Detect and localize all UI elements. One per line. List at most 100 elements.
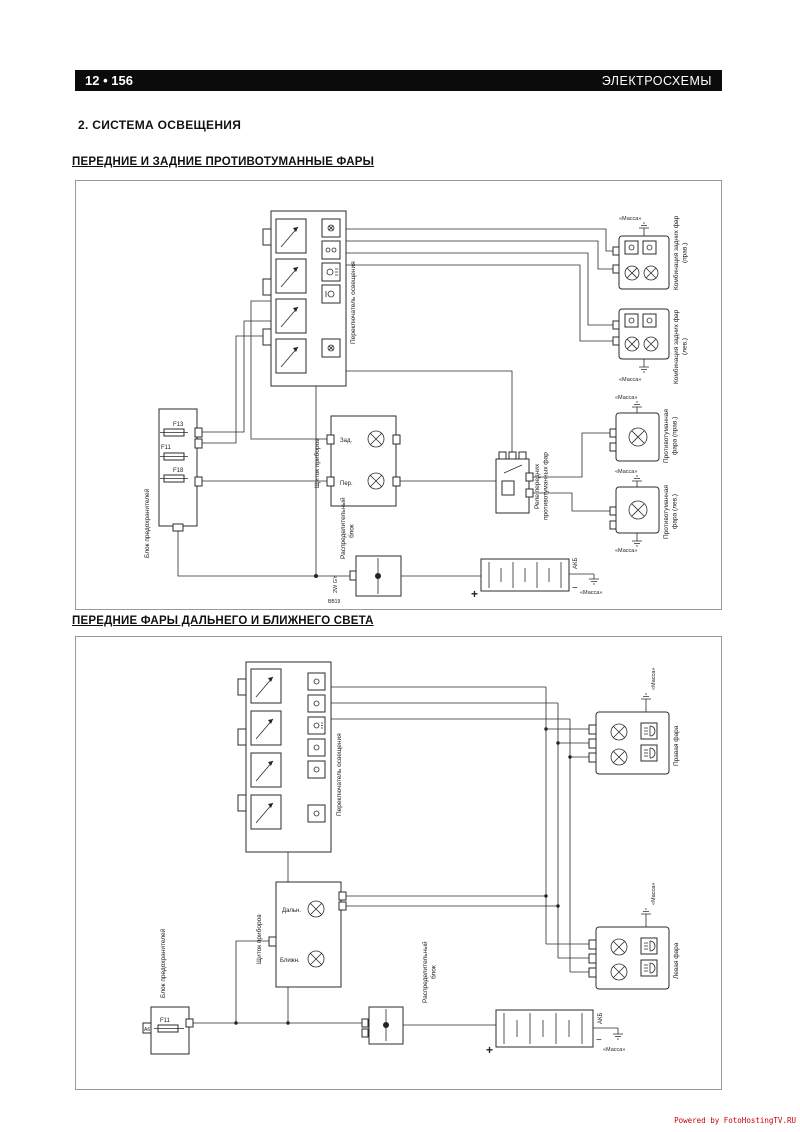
fuse-f13-label: F13 [173, 422, 184, 428]
diagram1-title: ПЕРЕДНИЕ И ЗАДНИЕ ПРОТИВОТУМАННЫЕ ФАРЫ [72, 156, 375, 168]
fuse-box-label: Блок предохранителей [144, 488, 151, 559]
watermark: Powered by FotoHostingTV.RU [674, 1116, 796, 1125]
battery-minus: − [596, 1035, 602, 1046]
fuse-f18-label: F18 [173, 468, 184, 474]
header-section-title: ЭЛЕКТРОСХЕМЫ [601, 73, 712, 88]
ground-icon [641, 693, 651, 712]
ground-label: «Масса» [651, 667, 657, 691]
wire-code2-label: BB19 [328, 599, 340, 605]
rear-combo-right-label: Комбинация задних фар (прав.) [673, 215, 689, 291]
ground-icon [639, 222, 649, 236]
fog-left-pins [609, 506, 617, 530]
lamp-icon [610, 963, 628, 981]
ground-icon [632, 533, 642, 547]
fuse-f11-label: F11 [161, 445, 172, 451]
lamp-front-label: Пер. [340, 481, 353, 487]
lamp-icon [610, 723, 628, 741]
headlamp-right-label: Правая фара [673, 725, 680, 767]
headlight-icon [313, 722, 320, 729]
battery-box [495, 1009, 594, 1048]
lamp-icon [624, 265, 640, 281]
light-switch-sections [262, 218, 341, 374]
light-switch-label: Переключатель освещения [350, 261, 357, 345]
instrument-panel-box [330, 415, 397, 507]
lamp-icon [610, 938, 628, 956]
distribution-block-pin [349, 570, 357, 581]
battery-label: АКБ [573, 558, 579, 569]
light-switch-label: Переключатель освещения [336, 733, 343, 816]
battery-cells [503, 1013, 583, 1044]
battery-cells [488, 562, 562, 588]
instrument-panel-pins [268, 891, 347, 947]
lamp-icon [367, 430, 385, 448]
rear-combo-left-parts [612, 313, 657, 346]
lamp-rear-label: Зад. [340, 438, 352, 444]
instrument-panel-label: Щиток приборов [314, 438, 321, 488]
headlight-icon [644, 725, 656, 737]
diagram2-schematic: Дальн. Ближн. F11 A6 + − АКБ «Масса» [142, 661, 670, 1057]
instrument-panel-pins [326, 434, 401, 487]
headlight-icon [644, 962, 656, 974]
relay-label: Реле передних противотуманных фар [534, 452, 550, 520]
ground-icon [641, 908, 651, 927]
fog-light-icon [327, 290, 335, 298]
battery-minus: − [572, 583, 578, 594]
wire-code-label: 2W GY [333, 575, 339, 593]
battery-plus: + [471, 587, 478, 601]
headlamp-left-box [595, 926, 670, 990]
ground-label: «Масса» [619, 377, 641, 383]
instrument-panel-label: Щиток приборов [256, 914, 263, 964]
page-number: 12 • 156 [85, 73, 133, 88]
junctions [234, 677, 572, 1028]
rear-combo-left-label: Комбинация задних фар (лев.) [673, 309, 689, 385]
ground-icon [632, 475, 642, 487]
fog-right-pins [609, 428, 617, 452]
junctions [293, 227, 381, 579]
lamp-icon [643, 265, 659, 281]
fog-lamp-icon [628, 427, 648, 447]
headlight-icon [644, 747, 656, 759]
section-title: 2. СИСТЕМА ОСВЕЩЕНИЯ [78, 118, 242, 132]
position-light-icon [325, 247, 331, 253]
headlamp-left-label: Левая фара [673, 942, 680, 980]
ground-label: «Масса» [619, 216, 641, 222]
headlight-icon [644, 940, 656, 952]
battery-label: АКБ [598, 1013, 604, 1024]
ground-label: «Масса» [603, 1047, 625, 1053]
symbols [160, 224, 659, 594]
ground-label: «Масса» [615, 395, 637, 401]
fuse-f11-label: F11 [160, 1018, 171, 1024]
light-switch-sections [237, 668, 326, 830]
diagram2-title: ПЕРЕДНИЕ ФАРЫ ДАЛЬНЕГО И БЛИЖНЕГО СВЕТА [72, 615, 374, 627]
headlamp-right-box [595, 711, 670, 775]
diagram1-schematic: F13 F11 F18 Зад. Пер. «Масса» «Масса» «М… [158, 210, 670, 605]
distribution-block-pins [361, 1018, 369, 1038]
bulb-icon [327, 224, 335, 232]
distribution-block-label: Распределительный блок [340, 497, 356, 559]
fog-lamp-icon [628, 500, 648, 520]
page-header: 12 • 156 ЭЛЕКТРОСХЕМЫ [75, 70, 722, 91]
ground-icon [613, 1028, 623, 1040]
ground-label: «Масса» [615, 469, 637, 475]
lamp-icon [307, 900, 325, 918]
ground-icon [639, 359, 649, 373]
bulb-icon [313, 678, 320, 685]
ground-label: «Масса» [651, 882, 657, 906]
ground-label: «Масса» [615, 548, 637, 554]
ground-label: «Масса» [580, 590, 602, 596]
ground-icon [632, 401, 642, 413]
lamp-icon [624, 336, 640, 352]
instrument-panel-box [275, 881, 342, 988]
lamp-high-label: Дальн. [282, 908, 301, 914]
wires [177, 222, 649, 585]
diagram1-frame: F13 F11 F18 Зад. Пер. «Масса» «Масса» «М… [75, 180, 722, 610]
rear-combo-right-parts [612, 240, 657, 274]
battery-plus: + [486, 1043, 493, 1057]
lamp-icon [307, 950, 325, 968]
pin-a6-label: A6 [144, 1027, 150, 1033]
distribution-block-label: Распределительный блок [422, 941, 438, 1003]
diagram2-frame: Дальн. Ближн. F11 A6 + − АКБ «Масса» Пер… [75, 636, 722, 1090]
fog-left-label: Противотуманная фара (лев.) [663, 485, 679, 539]
lamp-icon [643, 336, 659, 352]
